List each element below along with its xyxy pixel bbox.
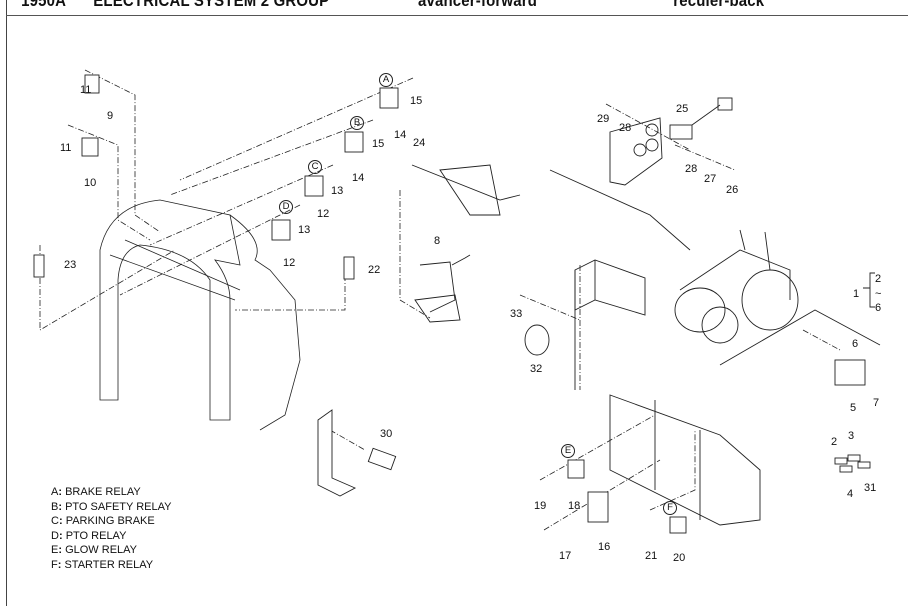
model-code: 1950A: [21, 0, 67, 10]
legend-sep: :: [58, 544, 63, 557]
callout-14: 14: [394, 129, 407, 141]
callout-19: 19: [534, 500, 547, 512]
sensor-parts: [33, 254, 397, 497]
legend-row: C: PARKING BRAKE: [51, 514, 171, 529]
callout-12: 12: [317, 208, 330, 220]
legend-label: BRAKE RELAY: [65, 486, 141, 498]
callout-1: 1: [853, 288, 860, 300]
callout-18: 18: [568, 500, 581, 512]
callout-8: 8: [434, 235, 441, 247]
legend-sep: :: [58, 515, 63, 528]
callout-28: 28: [619, 122, 632, 134]
relay-marker-e: E: [561, 444, 575, 458]
direction-forward: avancer-forward: [418, 0, 538, 10]
relay-marker-d: D: [279, 200, 293, 214]
page-frame-left: [6, 0, 7, 606]
callout-11: 11: [60, 142, 72, 154]
relay-marker-b: B: [350, 116, 364, 130]
group-bracket-1: [863, 272, 875, 308]
callout-6: 6: [875, 302, 882, 314]
callout-17: 17: [559, 550, 572, 562]
relay-legend: A: BRAKE RELAY B: PTO SAFETY RELAY C: PA…: [51, 485, 171, 573]
callout-31: 31: [864, 482, 877, 494]
callout-2: 2: [831, 436, 838, 448]
frame-parts: [524, 259, 871, 526]
callout-15: 15: [372, 138, 385, 150]
callout-13: 13: [298, 224, 311, 236]
callout-6: 6: [852, 338, 859, 350]
callout-14: 14: [352, 172, 365, 184]
callout-12: 12: [283, 257, 296, 269]
callout-21: 21: [645, 550, 658, 562]
callout-5: 5: [850, 402, 857, 414]
callout-13: 13: [331, 185, 344, 197]
legend-row: D: PTO RELAY: [51, 529, 171, 544]
relay-marker-c: C: [308, 160, 322, 174]
header-rule: [6, 15, 908, 16]
callout-24: 24: [413, 137, 426, 149]
callout-9: 9: [107, 110, 114, 122]
callout-29: 29: [597, 113, 610, 125]
callout-16: 16: [598, 541, 611, 553]
relay-marker-f: F: [663, 501, 677, 515]
legend-row: B: PTO SAFETY RELAY: [51, 500, 171, 515]
callout-15: 15: [410, 95, 423, 107]
callout-20: 20: [673, 552, 686, 564]
callout-7: 7: [873, 397, 880, 409]
legend-row: E: GLOW RELAY: [51, 543, 171, 558]
callout-4: 4: [847, 488, 854, 500]
legend-sep: :: [58, 500, 63, 513]
relay-parts: [81, 74, 687, 534]
page-header: 1950A ELECTRICAL SYSTEM 2 GROUP avancer-…: [0, 0, 799, 15]
legend-sep: :: [58, 486, 63, 498]
callout-32: 32: [530, 363, 543, 375]
callout-10: 10: [84, 177, 97, 189]
legend-sep: :: [58, 529, 63, 542]
legend-row: F: STARTER RELAY: [51, 558, 171, 573]
legend-label: PTO SAFETY RELAY: [65, 500, 172, 513]
callout-30: 30: [380, 428, 393, 440]
legend-label: GLOW RELAY: [65, 544, 138, 557]
legend-label: PTO RELAY: [65, 529, 127, 542]
legend-key: E: [51, 544, 59, 557]
callout-27: 27: [704, 173, 717, 185]
callout-22: 22: [368, 264, 381, 276]
callout-33: 33: [510, 308, 523, 320]
legend-label: STARTER RELAY: [64, 558, 154, 571]
panel-parts: [609, 97, 733, 186]
callout-23: 23: [64, 259, 77, 271]
legend-key: C: [51, 515, 59, 528]
legend-row: A: BRAKE RELAY: [51, 485, 171, 500]
legend-label: PARKING BRAKE: [65, 515, 155, 528]
page-title: ELECTRICAL SYSTEM 2 GROUP: [93, 0, 330, 10]
legend-key: F: [51, 558, 58, 571]
leader-lines: [39, 69, 841, 531]
legend-key: B: [51, 500, 59, 513]
callout-3: 3: [848, 430, 855, 442]
switch-bracket-parts: [411, 164, 521, 323]
fender-outline: [99, 199, 301, 431]
callout-2: 2: [875, 273, 882, 285]
tractor-illustration: [549, 169, 881, 366]
legend-sep: :: [57, 558, 62, 571]
legend-key: D: [51, 529, 59, 542]
callout-range-tilde: ~: [875, 288, 882, 300]
callout-11: 11: [80, 84, 92, 96]
legend-key: A: [51, 486, 59, 498]
callout-25: 25: [676, 103, 689, 115]
direction-back: reculer-back: [673, 0, 765, 10]
callout-26: 26: [726, 184, 739, 196]
relay-marker-a: A: [379, 73, 393, 87]
callout-28: 28: [685, 163, 698, 175]
